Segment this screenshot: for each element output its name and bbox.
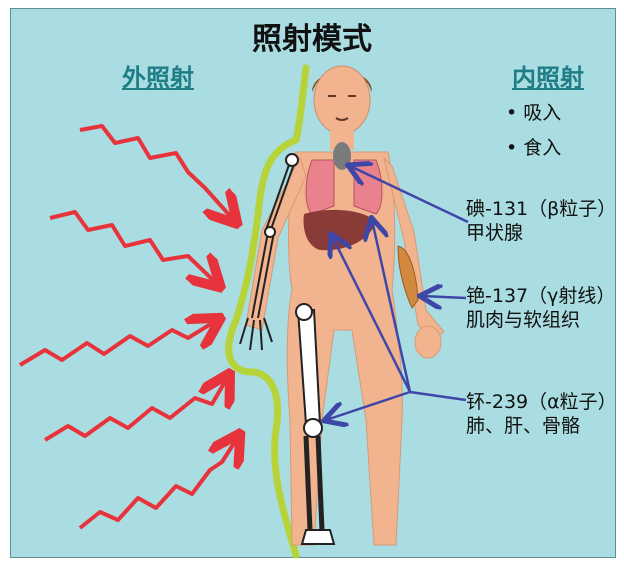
cesium-arrow <box>422 296 466 298</box>
right-hand <box>415 326 441 358</box>
internal-exposure-heading: 内照射 <box>512 58 584 93</box>
radiation-ray <box>45 380 226 440</box>
head <box>314 66 370 134</box>
cesium-label: 铯-137（γ射线） 肌肉与软组织 <box>466 284 615 332</box>
radiation-ray <box>80 126 232 218</box>
radiation-ray <box>50 212 215 282</box>
elbow-joint <box>265 227 275 237</box>
radiation-rays <box>20 126 236 528</box>
isotope-name: 钚-239（α粒子） <box>466 390 617 414</box>
isotope-name: 碘-131（β粒子） <box>466 197 616 221</box>
figure-title: 照射模式 <box>0 14 624 58</box>
target-organ: 甲状腺 <box>466 221 616 245</box>
iodine-label: 碘-131（β粒子） 甲状腺 <box>466 197 616 245</box>
external-exposure-heading: 外照射 <box>122 58 194 93</box>
thyroid-gland <box>333 142 351 170</box>
radiation-ray <box>80 440 236 528</box>
target-organ: 肺、肝、骨骼 <box>466 414 617 438</box>
target-organ: 肌肉与软组织 <box>466 308 615 332</box>
isotope-name: 铯-137（γ射线） <box>466 284 615 308</box>
route-inhalation: • 吸入 <box>506 98 561 125</box>
radiation-ray <box>20 322 214 365</box>
foot-bones <box>302 530 334 544</box>
hip-joint <box>296 304 312 320</box>
knee-joint <box>304 419 322 437</box>
plutonium-label: 钚-239（α粒子） 肺、肝、骨骼 <box>466 390 617 438</box>
plutonium-stem <box>410 392 466 400</box>
shoulder-joint <box>286 154 298 166</box>
route-ingestion: • 食入 <box>506 133 561 160</box>
